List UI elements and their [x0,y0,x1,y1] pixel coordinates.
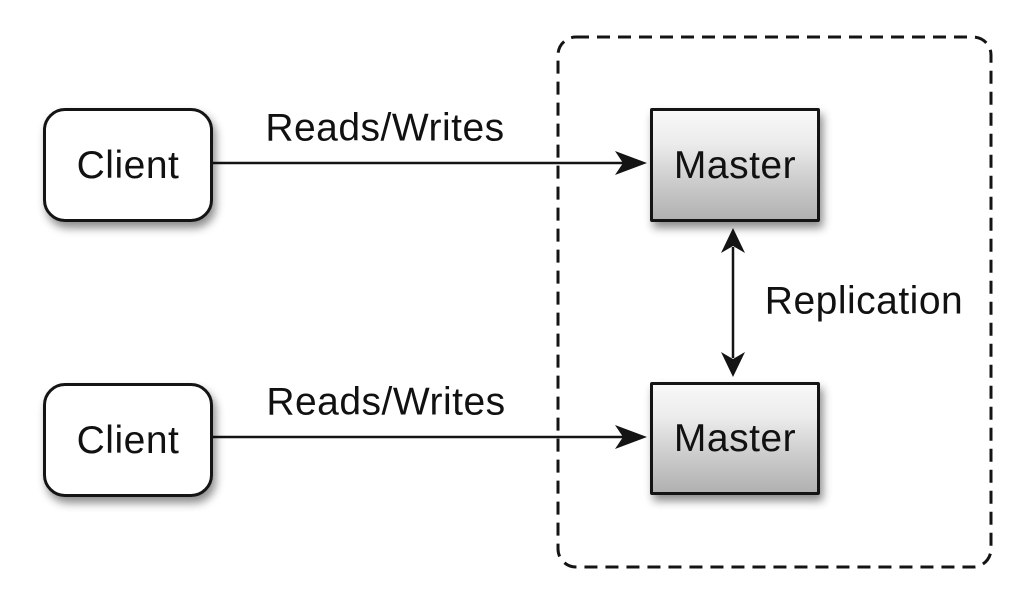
edge-reads-writes-bottom [213,425,647,449]
node-master-bottom: Master [650,382,820,495]
replication-group-boundary [556,35,993,569]
node-client-bottom: Client [43,383,213,497]
edge-replication [721,228,745,377]
edge-label-reads-writes-top: Reads/Writes [265,106,505,150]
node-client-top: Client [43,108,213,222]
node-master-bottom-label: Master [673,417,797,460]
arrowhead-up-icon [721,228,745,253]
node-client-bottom-label: Client [76,418,180,462]
arrowhead-right-icon [615,151,647,175]
edge-label-replication: Replication [764,279,964,323]
edge-label-reads-writes-bottom: Reads/Writes [266,380,506,424]
node-master-top: Master [650,108,820,222]
arrowhead-down-icon [721,352,745,377]
edge-reads-writes-top [213,151,647,175]
node-client-top-label: Client [76,143,180,187]
node-master-top-label: Master [673,143,797,187]
arrowhead-right-icon [615,425,647,449]
